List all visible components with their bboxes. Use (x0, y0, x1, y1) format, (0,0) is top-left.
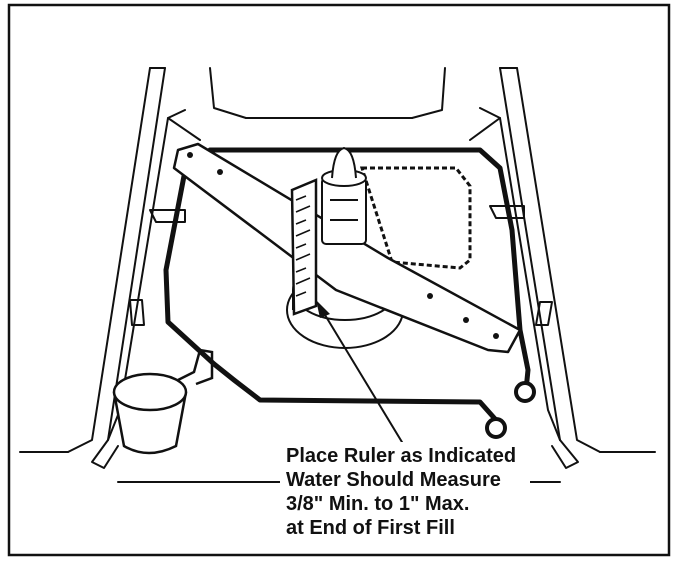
diagram-border (7, 3, 671, 557)
caption-line-4: at End of First Fill (286, 517, 455, 539)
caption: Place Ruler as Indicated Water Should Me… (286, 444, 586, 540)
tub-right-wall (479, 67, 601, 469)
arrow-icon (316, 300, 409, 453)
rack-clip-right (489, 205, 525, 219)
tub-back-wall (167, 67, 501, 141)
cup-icon (112, 348, 214, 455)
caption-line-2: Water Should Measure (286, 469, 501, 491)
filter-screen (359, 166, 472, 270)
side-tab-left (129, 299, 145, 326)
ruler-icon (290, 178, 318, 316)
caption-bg (280, 442, 530, 546)
spray-tower (321, 146, 367, 245)
caption-line-1: Place Ruler as Indicated (286, 445, 517, 467)
element-terminal-right (514, 381, 536, 403)
rack-clip-left (149, 209, 186, 223)
heating-element (163, 147, 531, 422)
side-tab-right (535, 301, 553, 326)
caption-line-3: 3/8" Min. to 1" Max. (286, 493, 470, 515)
tub-left-wall (67, 67, 186, 469)
spray-arm-icon (172, 142, 522, 354)
element-terminal-bottom (485, 417, 507, 439)
